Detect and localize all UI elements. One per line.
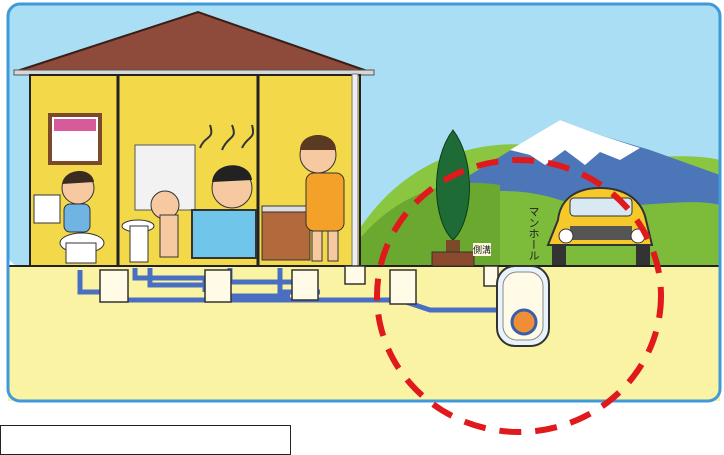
window-curtain xyxy=(54,119,96,131)
downspout xyxy=(352,74,358,266)
side-ditch-label: 側溝 xyxy=(473,243,491,256)
manhole-label: マンホール xyxy=(519,206,539,261)
caption-box xyxy=(0,425,291,455)
manhole-icon xyxy=(497,266,549,346)
